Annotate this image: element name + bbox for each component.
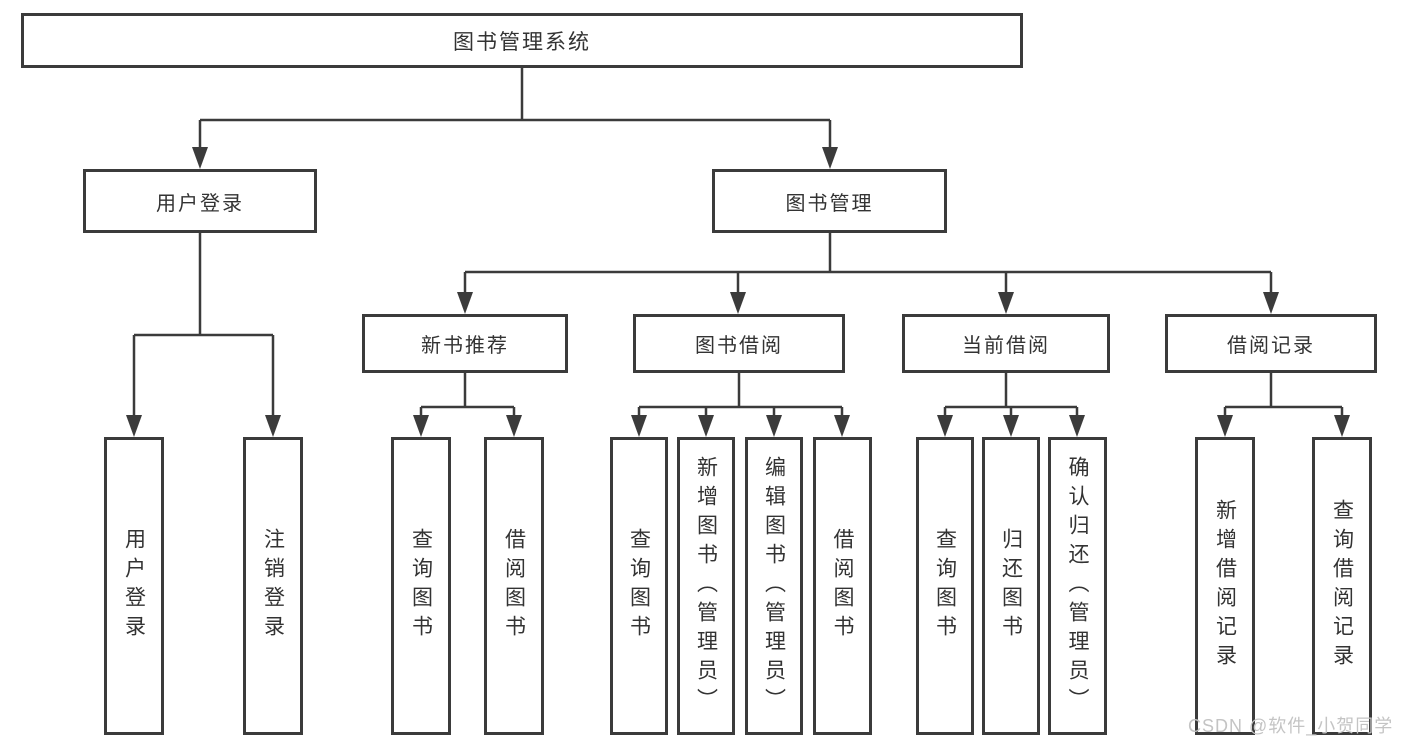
node-borrow-records: 借阅记录 xyxy=(1165,314,1377,373)
node-user-login: 用户登录 xyxy=(83,169,317,233)
leaf-user-login: 用户登录 xyxy=(104,437,164,735)
csdn-watermark: CSDN @软件_小贺同学 xyxy=(1188,716,1394,736)
node-new-book-recommend: 新书推荐 xyxy=(362,314,568,373)
leaf-query-books-borrow: 查询图书 xyxy=(610,437,668,735)
leaf-edit-book-admin: 编辑图书（管理员） xyxy=(745,437,803,735)
leaf-edit-book-admin-label: 编辑图书（管理员） xyxy=(762,455,786,717)
leaf-logout-label: 注销登录 xyxy=(261,528,285,644)
arrowheads xyxy=(126,147,1350,437)
leaf-user-login-label: 用户登录 xyxy=(122,528,146,644)
leaf-query-books-current: 查询图书 xyxy=(916,437,974,735)
leaf-borrow-books-label: 借阅图书 xyxy=(831,528,854,644)
node-book-management: 图书管理 xyxy=(712,169,947,233)
node-current-borrow: 当前借阅 xyxy=(902,314,1110,373)
leaf-return-books: 归还图书 xyxy=(982,437,1040,735)
leaf-borrow-books-recommend-label: 借阅图书 xyxy=(502,528,526,644)
leaf-return-books-label: 归还图书 xyxy=(999,528,1023,644)
leaf-query-books-recommend-label: 查询图书 xyxy=(409,528,433,644)
node-new-book-recommend-label: 新书推荐 xyxy=(421,335,509,357)
node-root-label: 图书管理系统 xyxy=(453,30,591,54)
node-book-borrow-label: 图书借阅 xyxy=(695,335,783,357)
leaf-confirm-return-admin: 确认归还（管理员） xyxy=(1048,437,1107,735)
leaf-add-book-admin-label: 新增图书（管理员） xyxy=(694,455,718,717)
node-book-management-label: 图书管理 xyxy=(785,192,874,215)
node-borrow-records-label: 借阅记录 xyxy=(1227,335,1315,357)
leaf-add-borrow-record-label: 新增借阅记录 xyxy=(1213,499,1237,673)
leaf-query-books-current-label: 查询图书 xyxy=(933,528,957,644)
node-root-system: 图书管理系统 xyxy=(21,13,1023,68)
node-book-borrow: 图书借阅 xyxy=(633,314,845,373)
leaf-query-books-recommend: 查询图书 xyxy=(391,437,451,735)
leaf-query-books-borrow-label: 查询图书 xyxy=(627,528,651,644)
leaf-borrow-books: 借阅图书 xyxy=(813,437,872,735)
leaf-confirm-return-admin-label: 确认归还（管理员） xyxy=(1066,455,1089,717)
leaf-borrow-books-recommend: 借阅图书 xyxy=(484,437,544,735)
leaf-add-book-admin: 新增图书（管理员） xyxy=(677,437,735,735)
leaf-add-borrow-record: 新增借阅记录 xyxy=(1195,437,1255,735)
node-current-borrow-label: 当前借阅 xyxy=(962,335,1050,357)
leaf-query-borrow-record-label: 查询借阅记录 xyxy=(1330,499,1354,673)
node-user-login-label: 用户登录 xyxy=(156,192,244,215)
leaf-query-borrow-record: 查询借阅记录 xyxy=(1312,437,1372,735)
leaf-logout: 注销登录 xyxy=(243,437,303,735)
